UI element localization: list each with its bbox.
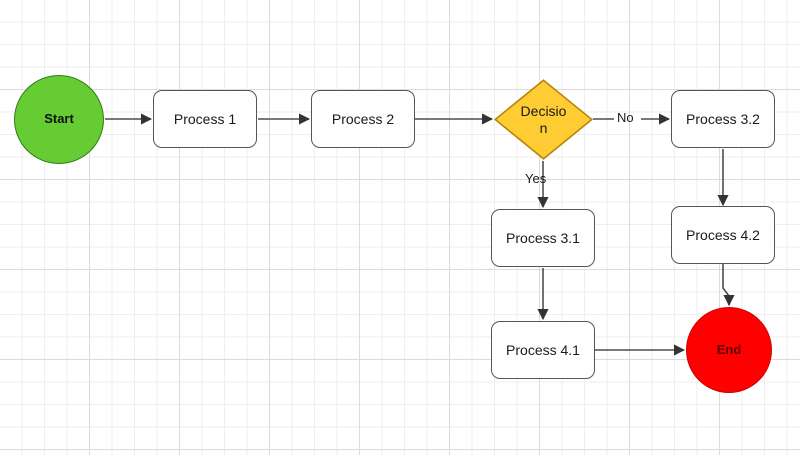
node-process-3-2[interactable]: Process 3.2 <box>671 90 775 148</box>
node-process-2[interactable]: Process 2 <box>311 90 415 148</box>
edge-label-yes: Yes <box>525 171 547 186</box>
node-start[interactable]: Start <box>14 75 104 164</box>
decision-diamond-shape <box>494 79 593 160</box>
node-process-1-label: Process 1 <box>173 110 237 127</box>
edge-p42-to-end <box>722 264 735 307</box>
node-process-4-1-label: Process 4.1 <box>506 341 580 358</box>
node-process-3-1-label: Process 3.1 <box>506 229 580 246</box>
node-process-4-2[interactable]: Process 4.2 <box>671 206 775 264</box>
node-process-1[interactable]: Process 1 <box>153 90 257 148</box>
node-process-2-label: Process 2 <box>331 110 395 127</box>
node-process-3-1[interactable]: Process 3.1 <box>491 209 595 267</box>
node-end-label: End <box>716 341 742 357</box>
node-end[interactable]: End <box>686 307 772 393</box>
edge-label-no: No <box>617 110 634 125</box>
node-start-label: Start <box>44 111 74 127</box>
node-process-3-2-label: Process 3.2 <box>686 110 760 127</box>
node-process-4-1[interactable]: Process 4.1 <box>491 321 595 379</box>
node-decision[interactable]: Decisio n <box>494 79 593 160</box>
node-process-4-2-label: Process 4.2 <box>686 226 760 243</box>
